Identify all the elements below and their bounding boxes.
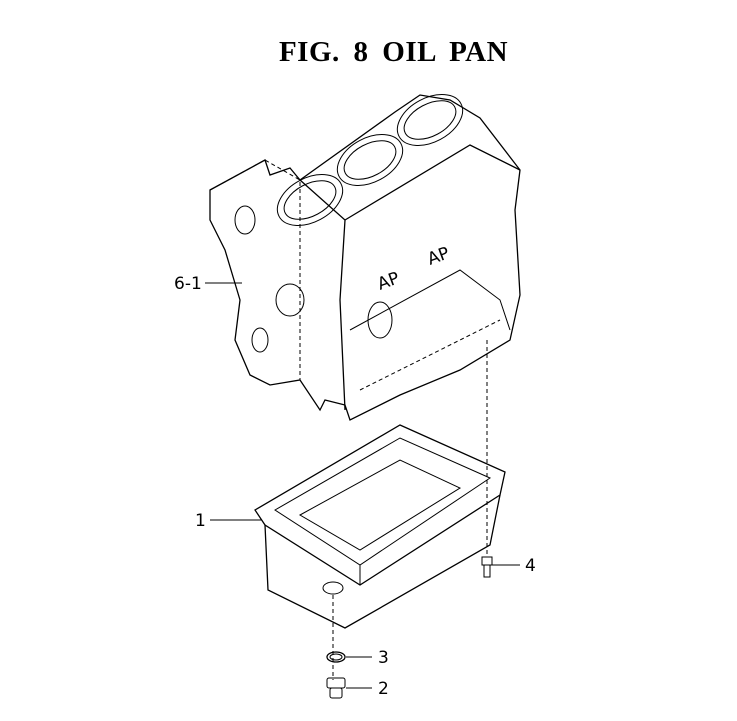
svg-text:2: 2	[378, 679, 389, 699]
callout-2: 2	[346, 679, 389, 699]
svg-text:6-1: 6-1	[174, 274, 202, 294]
svg-text:AP: AP	[425, 243, 452, 269]
bolt-drawing	[481, 340, 493, 578]
drain-plug-drawing	[326, 595, 346, 699]
figure-title: FIG. 8 OIL PAN	[278, 36, 509, 68]
callout-4: 4	[492, 556, 536, 576]
callout-3: 3	[346, 648, 389, 668]
svg-text:4: 4	[525, 556, 536, 576]
oil-pan-drawing	[254, 424, 506, 629]
callout-1: 1	[195, 511, 262, 531]
svg-text:3: 3	[378, 648, 389, 668]
cylinder-block-drawing: AP AP	[209, 94, 521, 421]
svg-text:AP: AP	[375, 268, 402, 294]
callout-6-1: 6-1	[174, 274, 242, 294]
svg-text:1: 1	[195, 511, 206, 531]
